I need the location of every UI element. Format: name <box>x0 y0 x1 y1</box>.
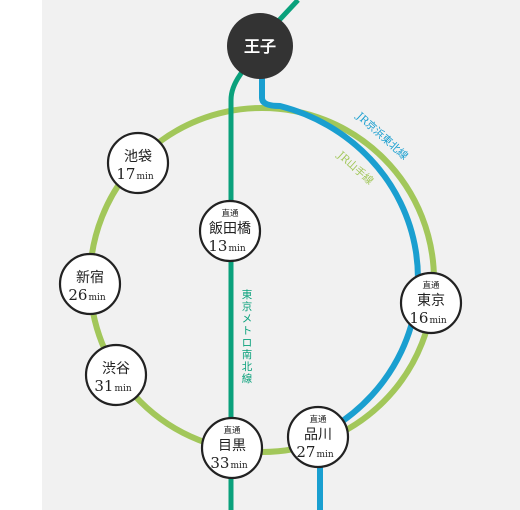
yamanote-line-label: JR山手線 <box>334 148 376 188</box>
left-margin <box>0 0 42 510</box>
station-name: 東京 <box>417 293 445 309</box>
station-time: 13min <box>208 237 246 255</box>
station-ikebukuro[interactable]: 池袋 17min <box>106 131 170 195</box>
station-name: 池袋 <box>124 149 152 165</box>
keihin-tohoku-line <box>259 60 421 510</box>
station-name: 新宿 <box>76 269 104 286</box>
station-meguro[interactable]: 直通 目黒 33min <box>200 416 264 480</box>
station-marker <box>399 271 463 335</box>
station-name: 品川 <box>304 427 332 443</box>
namboku-label-char: ロ <box>242 337 253 349</box>
station-time: 26min <box>68 286 106 304</box>
station-marker <box>286 405 350 469</box>
station-shinjuku[interactable]: 新宿 26min <box>58 252 122 316</box>
origin-station[interactable]: 王子 <box>227 13 293 79</box>
station-marker <box>200 416 264 480</box>
namboku-label-char: 東 <box>242 288 253 301</box>
origin-station-name: 王子 <box>244 37 276 56</box>
station-shinagawa[interactable]: 直通 品川 27min <box>286 405 350 469</box>
stations-layer: 池袋 17min 直通 飯田橋 13min 新宿 26min 渋谷 31min <box>58 131 463 480</box>
namboku-label-char: 線 <box>242 372 253 385</box>
namboku-label-char: ト <box>242 325 253 337</box>
station-time: 27min <box>296 443 334 461</box>
station-direct-label: 直通 <box>223 425 241 436</box>
station-marker <box>84 343 148 407</box>
station-marker <box>106 131 170 195</box>
namboku-line <box>228 0 300 510</box>
namboku-label-char: 北 <box>242 361 253 373</box>
station-marker <box>58 252 122 316</box>
origin-station-marker <box>227 13 293 79</box>
namboku-line-label: 東京メトロ南北線 <box>242 288 253 385</box>
station-direct-label: 直通 <box>422 280 440 291</box>
station-shibuya[interactable]: 渋谷 31min <box>84 343 148 407</box>
station-direct-label: 直通 <box>309 414 327 425</box>
station-name: 渋谷 <box>102 361 130 377</box>
station-tokyo[interactable]: 直通 東京 16min <box>399 271 463 335</box>
station-marker <box>198 199 262 263</box>
station-name: 飯田橋 <box>209 220 251 237</box>
station-direct-label: 直通 <box>221 208 239 219</box>
station-name: 目黒 <box>218 438 246 454</box>
namboku-label-char: メ <box>242 313 253 325</box>
namboku-label-char: 京 <box>242 300 253 313</box>
station-iidabashi[interactable]: 直通 飯田橋 13min <box>198 199 262 263</box>
namboku-label-char: 南 <box>242 348 253 361</box>
station-time: 17min <box>116 165 154 183</box>
station-time: 33min <box>210 454 248 472</box>
station-time: 16min <box>409 309 447 327</box>
station-time: 31min <box>94 377 132 395</box>
map-background <box>42 0 520 510</box>
